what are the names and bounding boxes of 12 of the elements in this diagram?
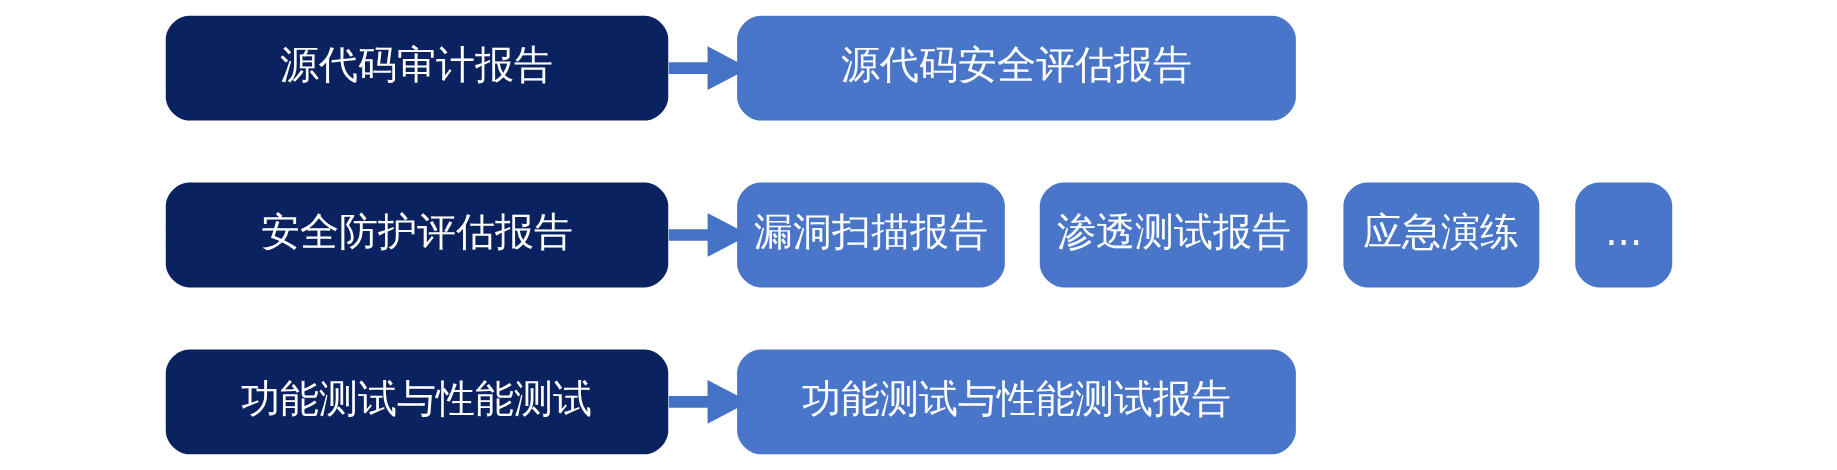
arrow [668, 46, 749, 90]
node-box: 漏洞扫描报告 [736, 182, 1005, 288]
node-box: ... [1574, 182, 1672, 288]
arrow [668, 213, 749, 257]
node-box: 功能测试与性能测试 [165, 349, 668, 455]
node-box: 功能测试与性能测试报告 [736, 349, 1296, 455]
node-box: 应急演练 [1342, 182, 1539, 288]
node-box: 源代码安全评估报告 [736, 15, 1296, 121]
node-box: 安全防护评估报告 [165, 182, 668, 288]
arrow [668, 380, 749, 424]
node-box: 源代码审计报告 [165, 15, 668, 121]
node-box: 渗透测试报告 [1039, 182, 1307, 288]
